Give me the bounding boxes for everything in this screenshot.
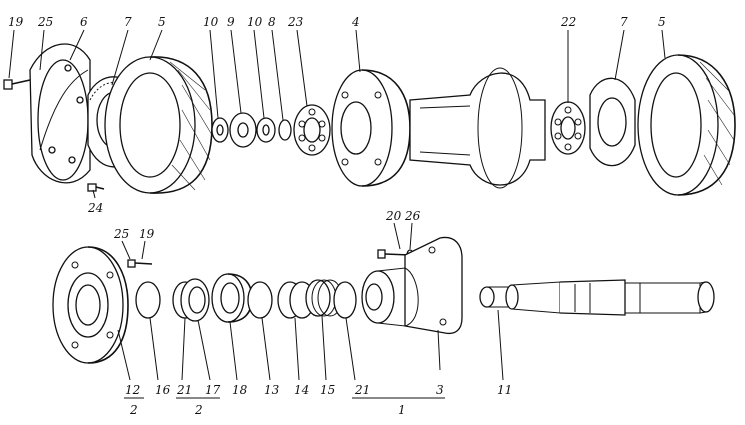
label-15: 15 [320,383,335,397]
label-5-right: 5 [658,15,666,29]
label-23: 23 [287,15,304,29]
part-washer-10-b [256,117,276,143]
label-9: 9 [227,15,235,29]
part-ring-16 [135,281,161,319]
label-16: 16 [155,383,171,397]
label-20: 20 [385,209,402,223]
label-10-b: 10 [247,15,263,29]
label-14: 14 [294,383,309,397]
part-gasket-7-right [589,77,636,167]
label-6: 6 [80,15,88,29]
label-8: 8 [268,15,276,29]
part-shaft-11 [479,279,715,316]
label-4: 4 [351,15,360,29]
label-21-b: 21 [354,383,370,397]
part-tire-5-left [104,56,213,194]
part-bearing-23 [293,104,331,156]
part-bearing-22 [550,101,586,155]
part-bolt-19 [3,79,31,90]
part-drum-4 [331,67,546,189]
part-ring-21-b [333,281,357,319]
part-tire-5-right [637,54,736,196]
part-seal-17 [180,278,210,322]
part-housing-3 [361,236,463,335]
part-bolt-19-mid [127,259,153,268]
label-5-left: 5 [158,15,166,29]
part-ring-8 [278,119,292,141]
part-flange-12 [52,246,129,364]
label-25-top: 25 [37,15,53,29]
group-label-1: 1 [398,403,406,417]
label-24: 24 [87,201,103,215]
part-screw-24 [87,183,105,192]
part-nut-9 [229,112,257,148]
label-7-right: 7 [620,15,628,29]
part-washer-10-a [211,117,229,143]
label-7-left: 7 [124,15,132,29]
label-3: 3 [436,383,444,397]
group-label-2-a: 2 [129,403,138,417]
part-cover-6 [29,43,91,184]
label-17: 17 [205,383,221,397]
label-11: 11 [497,383,512,397]
label-19-top: 19 [8,15,24,29]
label-26: 26 [404,209,421,223]
group-label-2-b: 2 [194,403,203,417]
label-12: 12 [125,383,140,397]
label-13: 13 [264,383,280,397]
label-10-a: 10 [203,15,219,29]
label-22: 22 [560,15,576,29]
label-25-mid: 25 [113,227,129,241]
part-bushing-18 [211,273,253,323]
label-21-a: 21 [176,383,192,397]
part-ring-13 [247,281,273,319]
label-18: 18 [232,383,248,397]
leader-lines [8,29,666,399]
label-19-mid: 19 [139,227,155,241]
